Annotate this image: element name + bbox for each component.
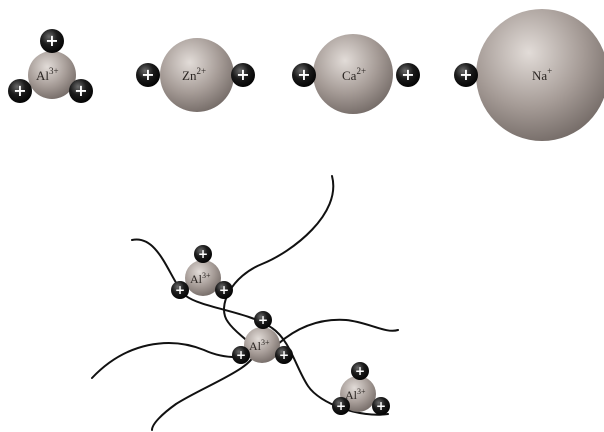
plus-sign: +: [198, 247, 208, 261]
ion-symbol-label: Al3+: [36, 66, 59, 83]
positive-charge-icon: +: [69, 79, 93, 103]
polymer-chain: [151, 175, 335, 431]
positive-charge-icon: +: [231, 63, 255, 87]
charge-ball: [171, 281, 189, 299]
plus-sign: +: [236, 65, 249, 84]
positive-charge-icon: +: [194, 245, 212, 263]
crosslink-ion-al3: Al3+: [185, 260, 221, 296]
positive-charge-icon: +: [292, 63, 316, 87]
plus-sign: +: [297, 65, 310, 84]
positive-charge-icon: +: [8, 79, 32, 103]
charge-ball: [215, 281, 233, 299]
positive-charge-icon: +: [332, 397, 350, 415]
positive-charge-icon: +: [215, 281, 233, 299]
positive-charge-icon: +: [232, 346, 250, 364]
charge-ball: [454, 63, 478, 87]
plus-sign: +: [45, 31, 58, 50]
ion-sphere: [28, 51, 76, 99]
charge-ball: [275, 346, 293, 364]
charge-ball: [194, 245, 212, 263]
plus-sign: +: [401, 65, 414, 84]
charge-ball: [332, 397, 350, 415]
plus-sign: +: [175, 283, 185, 297]
positive-charge-icon: +: [40, 29, 64, 53]
ion-symbol-label: Ca2+: [342, 66, 366, 83]
charge-ball: [8, 79, 32, 103]
ion-na: Na+: [476, 9, 604, 141]
positive-charge-icon: +: [396, 63, 420, 87]
charge-ball: [136, 63, 160, 87]
ion-symbol-label: Zn2+: [182, 66, 206, 83]
plus-sign: +: [258, 313, 268, 327]
charge-ball: [351, 362, 369, 380]
positive-charge-icon: +: [372, 397, 390, 415]
ion-symbol-label: Al3+: [249, 338, 270, 353]
ion-sphere: [185, 260, 221, 296]
charge-ball: [254, 311, 272, 329]
plus-sign: +: [236, 348, 246, 362]
plus-sign: +: [279, 348, 289, 362]
polymer-chain: [131, 238, 389, 416]
plus-sign: +: [219, 283, 229, 297]
ion-symbol-label: Al3+: [345, 387, 366, 402]
ion-al3: Al3+: [28, 51, 76, 99]
plus-sign: +: [459, 65, 472, 84]
plus-sign: +: [74, 81, 87, 100]
ion-ca2: Ca2+: [313, 34, 393, 114]
charge-ball: [231, 63, 255, 87]
charge-ball: [232, 346, 250, 364]
charge-markers: + + + + + + + + + + + + + + + + +: [8, 29, 478, 415]
positive-charge-icon: +: [275, 346, 293, 364]
charge-ball: [292, 63, 316, 87]
charge-ball: [372, 397, 390, 415]
positive-charge-icon: +: [254, 311, 272, 329]
ion-sphere: [476, 9, 604, 141]
plus-sign: +: [13, 81, 26, 100]
ion-symbol-label: Al3+: [190, 271, 211, 286]
charge-ball: [69, 79, 93, 103]
plus-sign: +: [376, 399, 386, 413]
ion-sphere: [160, 38, 234, 112]
positive-charge-icon: +: [171, 281, 189, 299]
positive-charge-icon: +: [351, 362, 369, 380]
charge-ball: [396, 63, 420, 87]
plus-sign: +: [336, 399, 346, 413]
ion-zn2: Zn2+: [160, 38, 234, 112]
ion-sphere: [313, 34, 393, 114]
crosslink-ion-al3: Al3+: [244, 327, 280, 363]
plus-sign: +: [355, 364, 365, 378]
positive-charge-icon: +: [454, 63, 478, 87]
ion-sphere: [244, 327, 280, 363]
charge-ball: [40, 29, 64, 53]
plus-sign: +: [141, 65, 154, 84]
ion-symbol-label: Na+: [532, 66, 552, 83]
positive-charge-icon: +: [136, 63, 160, 87]
